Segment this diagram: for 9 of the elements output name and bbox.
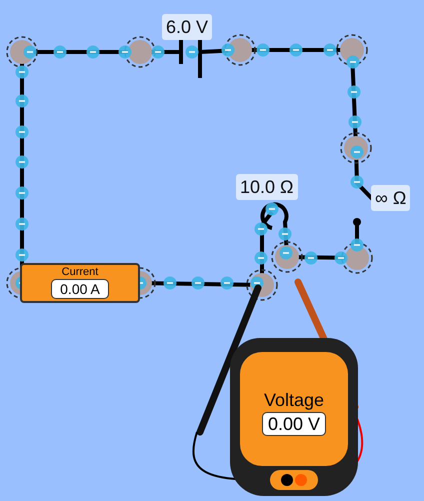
value-label: 10.0 Ω [236, 174, 298, 200]
meter-reading: 0.00 A [51, 279, 109, 299]
voltmeter [230, 338, 358, 496]
value-label: ∞ Ω [371, 185, 410, 211]
meter-title: Voltage [264, 390, 324, 410]
meter-reading: 0.00 V [262, 412, 326, 436]
ammeter [20, 263, 140, 303]
value-label: 6.0 V [162, 14, 212, 40]
meter-title: Current [62, 266, 98, 278]
